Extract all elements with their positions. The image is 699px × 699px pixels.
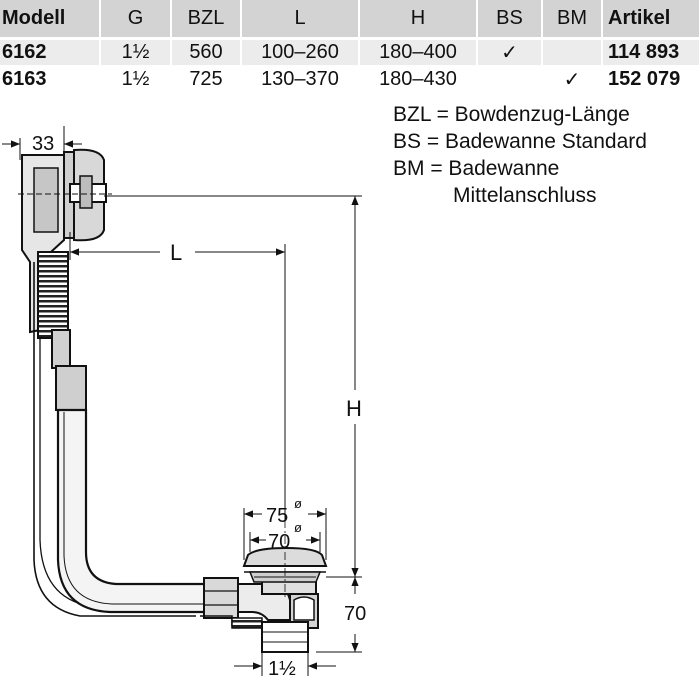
dimension-lines	[2, 126, 362, 676]
cell-artikel: 152 079	[601, 65, 699, 92]
overflow-head	[18, 148, 112, 334]
dim-75-dia-symbol: ø	[294, 496, 302, 511]
header-l: L	[240, 0, 359, 39]
cell-h: 180–430	[358, 65, 477, 92]
dim-thread-label: 1½	[268, 658, 296, 680]
legend-bs: BS = Badewanne Standard	[393, 130, 647, 153]
table-row: 6162 1½ 560 100–260 180–400 ✓ 114 893	[0, 37, 699, 66]
cell-h: 180–400	[358, 37, 477, 66]
dimension-labels: 33 L H 75 ø 70 ø 70 1½	[32, 133, 366, 680]
cell-modell: 6163	[0, 65, 100, 92]
dim-70-label: 70	[344, 603, 366, 625]
legend-bzl: BZL = Bowdenzug-Länge	[393, 103, 630, 126]
cell-artikel: 114 893	[601, 37, 699, 66]
dim-70-dia-symbol: ø	[294, 520, 302, 535]
drain-valve	[200, 520, 328, 653]
cell-l: 100–260	[240, 37, 359, 66]
header-artikel: Artikel	[601, 0, 699, 39]
table-row: 6163 1½ 725 130–370 180–430 ✓ 152 079	[0, 65, 699, 92]
header-bzl: BZL	[170, 0, 241, 39]
cell-modell: 6162	[0, 37, 100, 66]
cell-bm-check: ✓	[541, 65, 602, 92]
cell-g: 1½	[99, 37, 171, 66]
dim-33-label: 33	[32, 133, 54, 155]
cell-bs	[476, 65, 542, 92]
legend-bm-continued: Mittelanschluss	[453, 184, 597, 207]
spec-table: Modell G BZL L H BS BM Artikel 6162 1½ 5…	[0, 0, 699, 92]
cell-l: 130–370	[240, 65, 359, 92]
legend-bm: BM = Badewanne	[393, 157, 560, 180]
header-g: G	[99, 0, 171, 39]
header-modell: Modell	[0, 0, 100, 39]
cell-bzl: 560	[170, 37, 241, 66]
dim-l-label: L	[170, 240, 182, 265]
dim-h-label: H	[346, 396, 362, 421]
header-bm: BM	[541, 0, 602, 39]
bowden-cable	[33, 251, 208, 617]
cell-bzl: 725	[170, 65, 241, 92]
dim-70-dia-label: 70	[268, 531, 290, 553]
header-bs: BS	[476, 0, 542, 39]
cell-bm	[541, 37, 602, 66]
header-h: H	[358, 0, 477, 39]
cell-g: 1½	[99, 65, 171, 92]
dim-75-label: 75	[266, 505, 288, 527]
cell-bs-check: ✓	[476, 37, 542, 66]
abbreviation-legend: BZL = Bowdenzug-Länge BS = Badewanne Sta…	[393, 101, 647, 209]
table-header-row: Modell G BZL L H BS BM Artikel	[0, 0, 699, 39]
